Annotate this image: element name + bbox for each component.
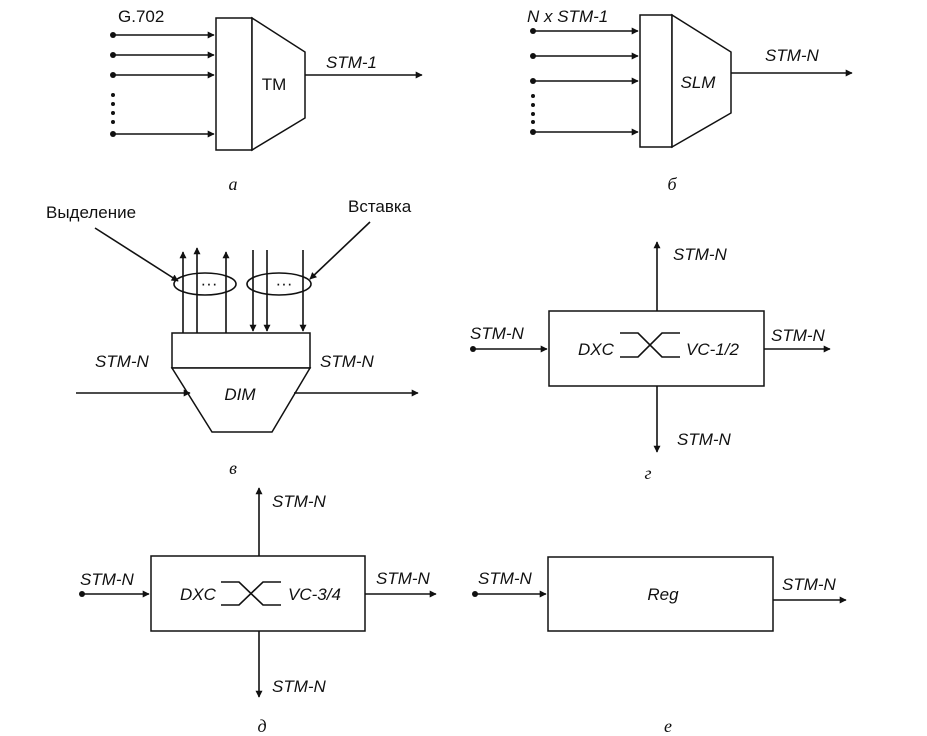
- diagram-a-caption: а: [229, 174, 238, 194]
- diagram-d-bottom-label: STM-N: [272, 677, 327, 696]
- diagram-e-right-label: STM-N: [782, 575, 837, 594]
- diagram-a-block-taper: [251, 16, 306, 152]
- diagram-v-block-top: [171, 332, 311, 369]
- diagram-v-drop-pointer: [94, 227, 179, 282]
- diagram-e-left-label: STM-N: [478, 569, 533, 588]
- diagram-v-insert-group: [246, 272, 312, 296]
- diagram-v-insert-ellipsis: ···: [276, 274, 293, 293]
- diagram-b-caption: б: [667, 174, 677, 194]
- diagram-g-cross-connect-vc12: DXC VC-1/2 STM-N STM-N STM-N STM-N г: [470, 241, 831, 483]
- diagram-d-right-label: STM-N: [376, 569, 431, 588]
- diagram-a-block-front: [215, 17, 253, 151]
- diagram-a-block-label: TM: [262, 75, 287, 94]
- diagram-v-drop-label: Выделение: [46, 203, 136, 222]
- diagram-b-block-front: [639, 14, 673, 148]
- diagram-v-insert-label: Вставка: [348, 197, 412, 216]
- diagram-g-right-label: STM-N: [771, 326, 826, 345]
- diagram-d-top-label: STM-N: [272, 492, 327, 511]
- diagram-g-top-label: STM-N: [673, 245, 728, 264]
- diagram-e-block-label: Reg: [647, 585, 679, 604]
- diagram-g-block-right-label: VC-1/2: [686, 340, 739, 359]
- diagram-v-caption: в: [229, 458, 237, 478]
- diagram-d-block-right-label: VC-3/4: [288, 585, 341, 604]
- diagram-g-block-left-label: DXC: [578, 340, 615, 359]
- diagram-v-drop-ellipsis: ···: [201, 274, 218, 293]
- diagram-g-caption: г: [644, 463, 651, 483]
- diagram-g-crossover-symbol: [620, 332, 680, 358]
- diagram-b-line-multiplexer: N x STM-1 SLM STM-N б: [527, 7, 853, 194]
- diagram-v-insert-pointer: [309, 221, 371, 280]
- diagram-d-block: [150, 555, 366, 632]
- diagram-d-caption: д: [257, 716, 266, 736]
- diagram-d-left-label: STM-N: [80, 570, 135, 589]
- diagram-d-crossover-symbol: [221, 581, 281, 606]
- diagram-b-input-lines: [530, 27, 639, 136]
- diagram-e-regenerator: Reg STM-N STM-N е: [472, 556, 847, 736]
- diagram-b-input-label: N x STM-1: [527, 7, 608, 26]
- diagram-d-cross-connect-vc34: DXC VC-3/4 STM-N STM-N STM-N STM-N д: [79, 487, 437, 736]
- diagram-v-add-drop-multiplexer: Выделение Вставка ··· ··· DIM STM-N STM-…: [46, 197, 419, 478]
- diagram-e-block: [547, 556, 774, 632]
- diagram-d-block-left-label: DXC: [180, 585, 217, 604]
- diagram-a-output-label: STM-1: [326, 53, 377, 72]
- diagram-b-block-taper: [671, 13, 732, 149]
- diagram-v-out-label: STM-N: [320, 352, 375, 371]
- diagram-a-input-lines: [110, 31, 215, 138]
- diagram-g-bottom-label: STM-N: [677, 430, 732, 449]
- diagram-v-block-hopper: [170, 367, 312, 433]
- diagram-v-in-label: STM-N: [95, 352, 150, 371]
- diagram-b-output-label: STM-N: [765, 46, 820, 65]
- diagram-a-input-label: G.702: [118, 7, 164, 26]
- diagram-v-block-label: DIM: [224, 385, 256, 404]
- diagram-v-drop-group: [173, 272, 237, 296]
- diagram-b-block-label: SLM: [681, 73, 717, 92]
- diagram-a-terminal-multiplexer: G.702 TM STM-1 а: [110, 7, 423, 194]
- diagram-e-caption: е: [664, 716, 672, 736]
- diagram-g-left-label: STM-N: [470, 324, 525, 343]
